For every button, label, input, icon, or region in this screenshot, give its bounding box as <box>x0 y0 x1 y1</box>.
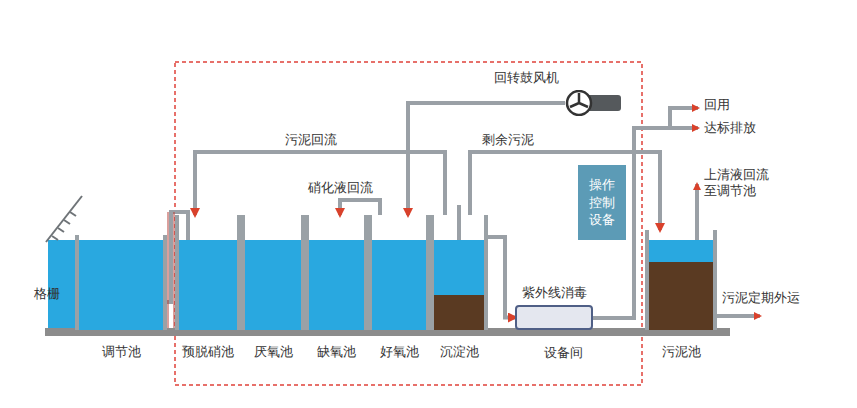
pre-denitrification-tank: 预脱硝池 <box>175 215 241 330</box>
rotary-blower: 回转鼓风机 <box>565 90 622 116</box>
node-label: 调节池 <box>102 344 141 360</box>
pipe-connector <box>408 103 565 215</box>
node-label: 紫外线消毒 <box>522 285 587 301</box>
blower-icon <box>565 90 622 116</box>
anaerobic-tank: 厌氧池 <box>241 215 305 330</box>
regulating-tank: 调节池 <box>75 235 167 330</box>
node-label: 沉淀池 <box>440 344 479 360</box>
node-label: 操作控制设备 <box>588 176 616 229</box>
anoxic-tank: 缺氧池 <box>305 215 368 330</box>
equipment-room: 设备间 紫外线消毒 操作控制设备 <box>490 160 636 375</box>
node-label: 污泥池 <box>662 344 701 360</box>
sludge-removal-label: 污泥定期外运 <box>722 290 800 306</box>
supernatant-return-label: 上清液回流至调节池 <box>704 167 774 200</box>
excess-sludge-label: 剩余污泥 <box>482 132 534 148</box>
nitrified-liquid-return-label: 硝化液回流 <box>308 180 373 196</box>
ladder <box>168 212 174 328</box>
node-label: 好氧池 <box>380 344 419 360</box>
node-label: 预脱硝池 <box>182 344 234 360</box>
pipe-connector <box>470 152 660 230</box>
aerobic-tank: 好氧池 <box>368 215 430 330</box>
uv-disinfection-unit: 紫外线消毒 <box>515 305 593 330</box>
dashed-boundary <box>175 62 642 385</box>
screen-label: 格栅 <box>34 286 60 302</box>
pipe-connector <box>488 237 515 318</box>
node-label: 回转鼓风机 <box>494 70 559 86</box>
settling-tank: 沉淀池 <box>430 215 488 330</box>
sludge-tank: 污泥池 <box>645 230 717 330</box>
control-panel: 操作控制设备 <box>578 165 626 240</box>
inlet-water <box>48 240 76 328</box>
reuse-label: 回用 <box>704 97 730 113</box>
node-label: 设备间 <box>544 345 583 361</box>
sludge-return-label: 污泥回流 <box>285 132 337 148</box>
node-label: 厌氧池 <box>254 344 293 360</box>
discharge-label: 达标排放 <box>704 120 756 136</box>
node-label: 缺氧池 <box>317 344 356 360</box>
pipe-connector <box>340 200 380 215</box>
